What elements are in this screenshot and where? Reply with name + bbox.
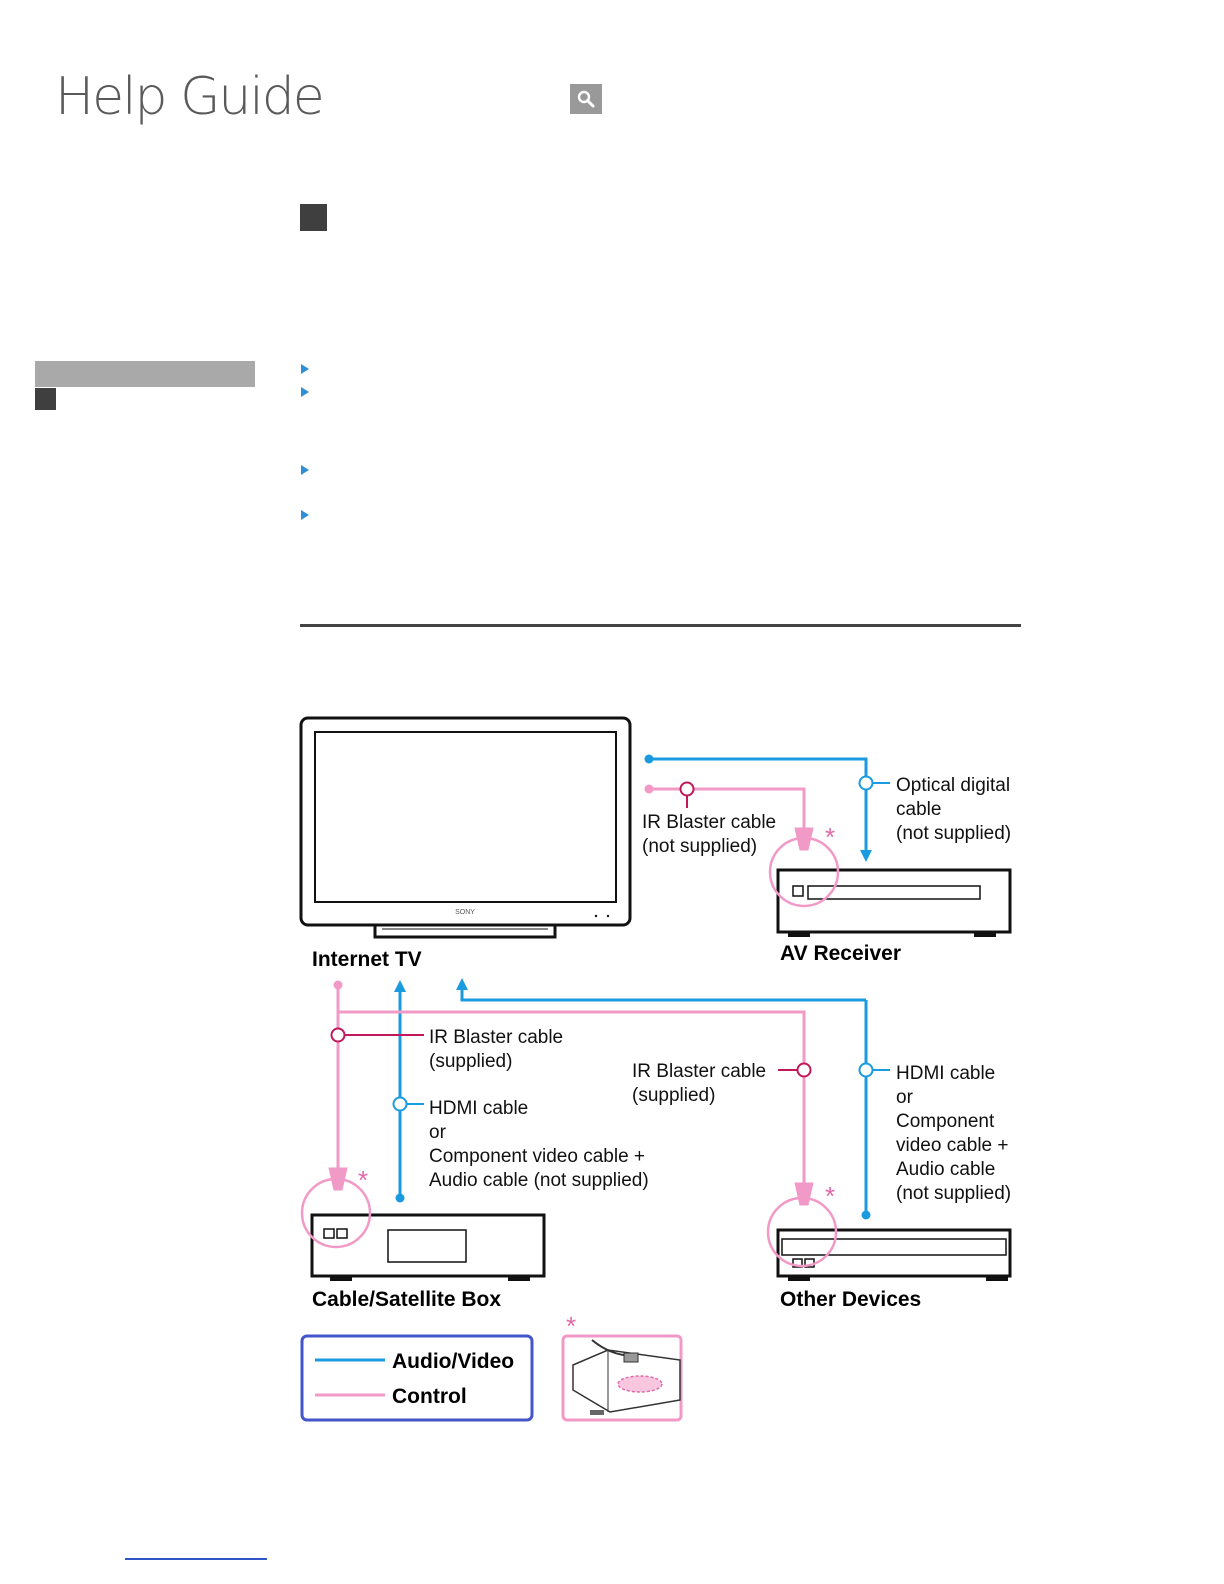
hdmi-right-label-6: (not supplied) [896, 1183, 1011, 1204]
av-receiver-label: AV Receiver [780, 942, 901, 965]
help-guide-title: Help Guide [55, 67, 325, 127]
svg-text:*: * [825, 822, 835, 852]
other-devices-label: Other Devices [780, 1288, 921, 1311]
hdmi-left-label-1: HDMI cable [429, 1098, 528, 1119]
section-divider [300, 624, 1021, 627]
ir-placement-inset [561, 1334, 683, 1422]
optical-label-3: (not supplied) [896, 823, 1011, 844]
audio-video-arrowheads [394, 754, 872, 1220]
hdmi-right-label-2: or [896, 1087, 914, 1108]
legend-control: Control [392, 1385, 467, 1408]
asterisk-marks: * * * * [358, 822, 835, 1341]
control-endpoints [333, 784, 654, 990]
ir-cable-av-label-1: IR Blaster cable [642, 812, 776, 833]
svg-text:*: * [566, 1311, 576, 1341]
svg-text:*: * [358, 1165, 368, 1195]
ir-cable-other-label-2: (supplied) [632, 1085, 715, 1106]
search-button[interactable] [570, 84, 602, 114]
search-icon [577, 90, 595, 108]
sidebar-marker [35, 388, 56, 410]
hdmi-left-label-2: or [429, 1122, 447, 1143]
control-cables [336, 787, 806, 1185]
control-markers [330, 781, 812, 1078]
hdmi-right-label-1: HDMI cable [896, 1063, 995, 1084]
section-marker [300, 204, 327, 231]
tv-brand: SONY [455, 909, 475, 916]
cable-satellite-box [310, 1213, 546, 1281]
ir-cable-av-label-2: (not supplied) [642, 836, 757, 857]
link-bullet-3[interactable] [301, 465, 309, 475]
internet-tv-label: Internet TV [312, 948, 422, 971]
control-leaders [345, 796, 798, 1071]
hdmi-left-label-3: Component video cable + [429, 1146, 645, 1167]
link-bullet-2[interactable] [301, 387, 309, 397]
audio-video-markers [392, 775, 874, 1112]
connection-diagram: SONY Internet TV AV Receiver Cable/Satel… [299, 716, 1012, 1422]
hdmi-left-label-4: Audio cable (not supplied) [429, 1170, 649, 1191]
internet-tv: SONY [299, 716, 632, 939]
legend: Audio/Video Control [300, 1334, 534, 1422]
audio-video-cables [398, 757, 868, 1215]
optical-label-2: cable [896, 799, 941, 820]
av-receiver [776, 868, 1012, 937]
ir-target-circles [300, 836, 840, 1268]
ir-cable-other-label-1: IR Blaster cable [632, 1061, 766, 1082]
ir-cable-box-label-1: IR Blaster cable [429, 1027, 563, 1048]
link-bullet-4[interactable] [301, 510, 309, 520]
page-link-underline[interactable] [125, 1558, 267, 1560]
audio-video-leaders [406, 782, 890, 1105]
cable-box-label: Cable/Satellite Box [312, 1288, 501, 1311]
hdmi-right-label-5: Audio cable [896, 1159, 995, 1180]
other-devices [776, 1228, 1012, 1281]
ir-cable-box-label-2: (supplied) [429, 1051, 512, 1072]
legend-audio-video: Audio/Video [392, 1350, 514, 1373]
hdmi-right-label-4: video cable + [896, 1135, 1009, 1156]
sidebar-nav-bar[interactable] [35, 361, 255, 387]
svg-text:*: * [825, 1181, 835, 1211]
link-bullet-1[interactable] [301, 364, 309, 374]
optical-label-1: Optical digital [896, 775, 1010, 796]
hdmi-right-label-3: Component [896, 1111, 995, 1132]
